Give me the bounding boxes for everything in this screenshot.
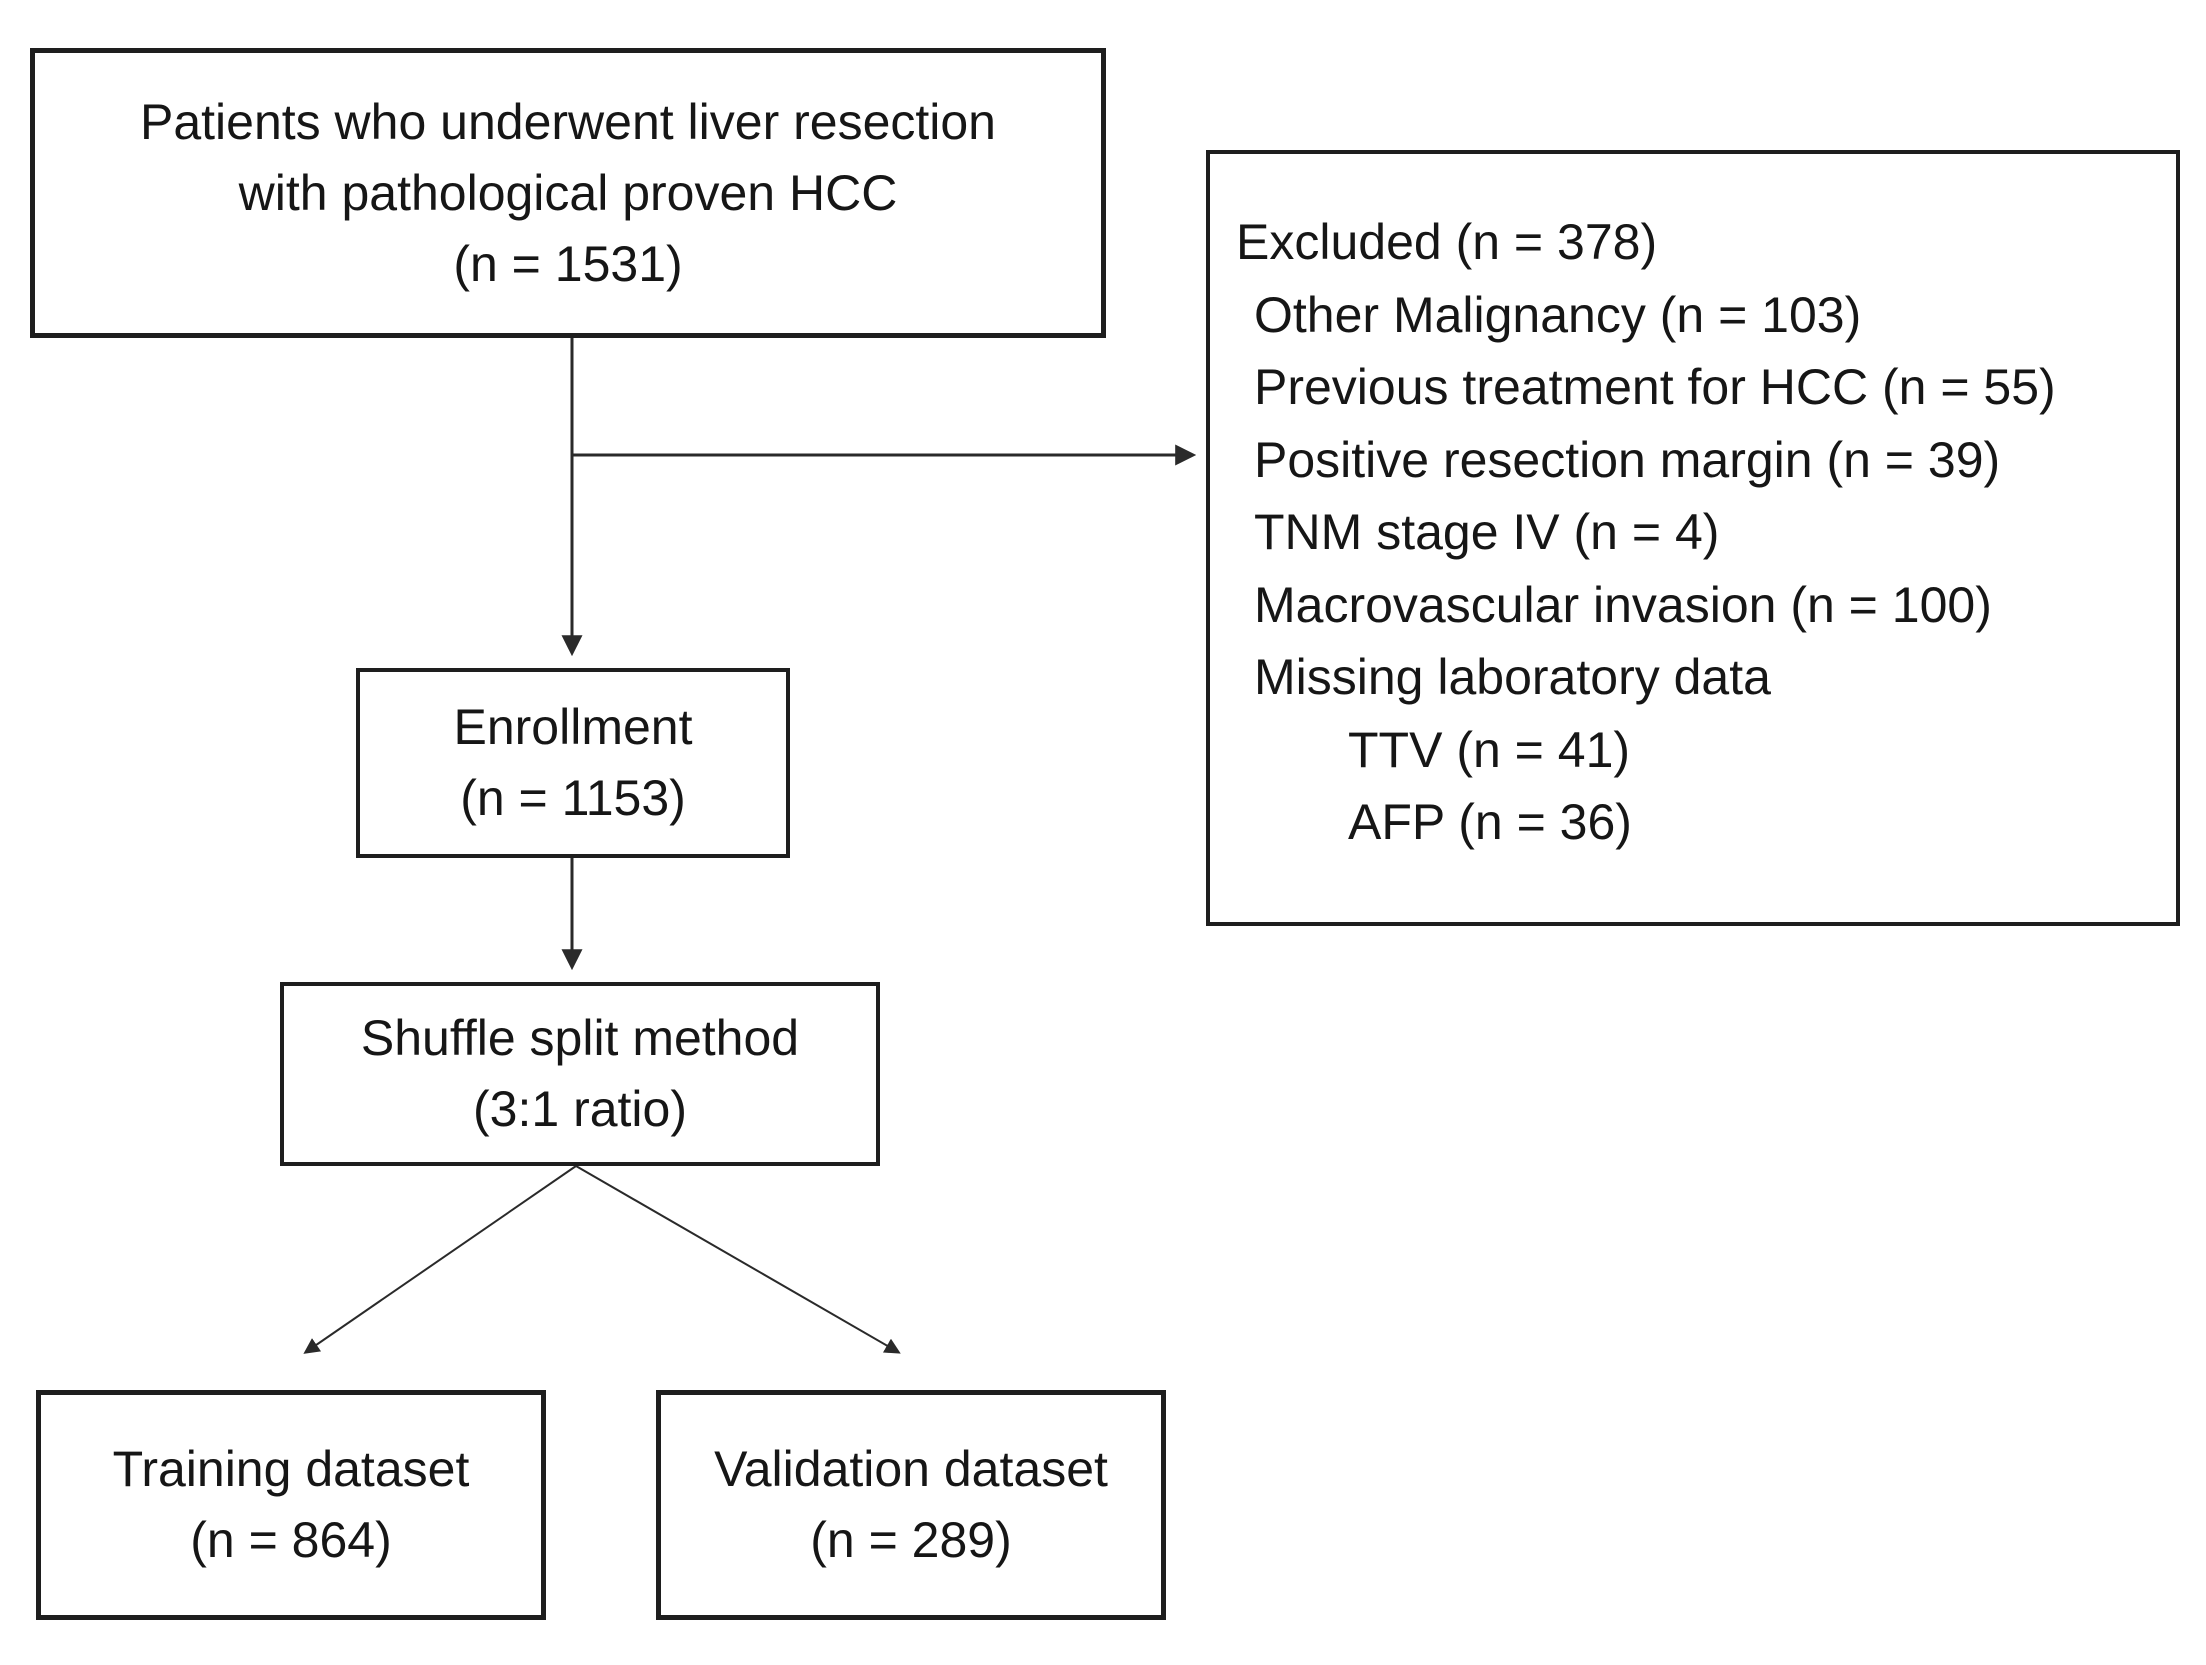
validation-label: Validation dataset [714,1441,1108,1497]
excluded-item-positive-margin: Positive resection margin (n = 39) [1254,431,2001,488]
box-patients-line-1: Patients who underwent liver resection [139,93,996,150]
shuffle-ratio: (3:1 ratio) [473,1081,687,1137]
box-shuffle-split: Shuffle split method (3:1 ratio) [280,982,880,1166]
excluded-item-previous-treatment: Previous treatment for HCC (n = 55) [1254,359,2056,415]
enrollment-count: (n = 1153) [460,770,686,826]
box-validation-dataset: Validation dataset (n = 289) [656,1390,1166,1620]
excluded-title: Excluded (n = 378) [1236,214,1658,270]
box-patients: Patients who underwent liver resection w… [30,48,1106,338]
excluded-item-other-malignancy: Other Malignancy (n = 103) [1254,286,1862,343]
box-excluded: Excluded (n = 378) Other Malignancy (n =… [1206,150,2180,926]
training-label: Training dataset [112,1441,470,1497]
validation-count: (n = 289) [810,1512,1012,1568]
arrow-shuffle-to-training [303,1165,577,1354]
excluded-subitem-afp: AFP (n = 36) [1348,794,1632,850]
training-count: (n = 864) [190,1512,392,1568]
enrollment-label: Enrollment [453,699,693,755]
shuffle-label: Shuffle split method [360,1010,800,1066]
box-patients-line-2: with pathological proven HCC [238,164,898,221]
box-patients-count: (n = 1531) [453,235,683,292]
box-enrollment: Enrollment (n = 1153) [356,668,790,858]
excluded-subitem-ttv: TTV (n = 41) [1348,721,1631,778]
arrow-shuffle-to-validation [575,1165,901,1354]
excluded-item-missing-lab: Missing laboratory data [1254,649,1771,705]
box-training-dataset: Training dataset (n = 864) [36,1390,546,1620]
excluded-item-macrovascular: Macrovascular invasion (n = 100) [1254,576,1992,633]
excluded-item-tnm-stage: TNM stage IV (n = 4) [1254,504,1720,560]
